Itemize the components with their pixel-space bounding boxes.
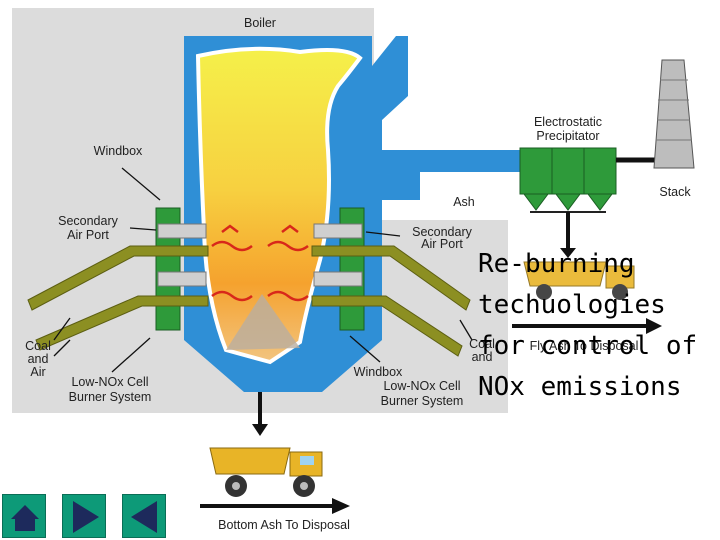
label-coal-right-2: and bbox=[472, 350, 493, 364]
label-secondary-air-right-2: Air Port bbox=[421, 237, 463, 251]
label-precipitator-2: Precipitator bbox=[536, 129, 599, 143]
label-fly-ash-disposal: Fly Ash To Disposal bbox=[530, 339, 639, 353]
slide-title-line-2: techuologies bbox=[478, 290, 666, 320]
label-coal-left-2: and bbox=[28, 352, 49, 366]
secondary-air-port-right-1 bbox=[313, 223, 363, 239]
label-precipitator-1: Electrostatic bbox=[534, 115, 602, 129]
home-icon bbox=[11, 505, 39, 531]
slide-title-line-4: NOx emissions bbox=[478, 372, 682, 402]
home-button[interactable] bbox=[2, 494, 46, 538]
fly-ash-truck bbox=[523, 261, 635, 300]
label-bottom-ash-disposal: Bottom Ash To Disposal bbox=[218, 518, 350, 532]
burner-pipe-left-lower bbox=[35, 295, 209, 351]
secondary-air-port-right-2 bbox=[313, 271, 363, 287]
leader-lines bbox=[53, 167, 473, 373]
bottom-ash-pile bbox=[226, 294, 300, 350]
label-burner-left-2: Burner System bbox=[69, 390, 152, 404]
slide-title-line-1: Re-burning bbox=[478, 249, 635, 279]
play-right-icon bbox=[73, 501, 99, 533]
play-left-icon bbox=[131, 501, 157, 533]
label-burner-left-1: Low-NOx Cell bbox=[71, 375, 148, 389]
label-coal-left-3: Air bbox=[30, 365, 45, 379]
label-coal-left-1: Coal bbox=[25, 339, 51, 353]
ash-hopper bbox=[382, 172, 420, 196]
precipitator-hoppers bbox=[523, 193, 613, 211]
secondary-air-port-left-2 bbox=[157, 271, 207, 287]
previous-button[interactable] bbox=[122, 494, 166, 538]
label-burner-right-1: Low-NOx Cell bbox=[383, 379, 460, 393]
next-button[interactable] bbox=[62, 494, 106, 538]
label-secondary-air-left-2: Air Port bbox=[67, 228, 109, 242]
burner-pipe-right-upper bbox=[311, 245, 471, 311]
fly-ash-arrow-head bbox=[560, 248, 576, 258]
burner-flames bbox=[211, 224, 309, 302]
stack bbox=[653, 59, 695, 169]
slide-title-line-3: for control of bbox=[478, 331, 698, 361]
label-ash: Ash bbox=[453, 195, 475, 209]
flue-duct bbox=[382, 150, 522, 172]
secondary-air-port-left-1 bbox=[157, 223, 207, 239]
label-stack: Stack bbox=[659, 185, 691, 199]
label-burner-right-2: Burner System bbox=[381, 394, 464, 408]
label-windbox-left: Windbox bbox=[94, 144, 143, 158]
burner-pipe-right-lower bbox=[311, 295, 463, 357]
label-secondary-air-left-1: Secondary bbox=[58, 214, 119, 228]
burner-pipe-left-upper bbox=[27, 245, 209, 311]
label-boiler: Boiler bbox=[244, 16, 276, 30]
label-secondary-air-right-1: Secondary bbox=[412, 225, 473, 239]
electrostatic-precipitator bbox=[519, 147, 617, 195]
label-windbox-right: Windbox bbox=[354, 365, 403, 379]
bottom-ash-truck bbox=[209, 447, 323, 497]
slide-title: Re-burning techuologies for control of N… bbox=[478, 244, 720, 408]
label-coal-right-1: Coal bbox=[469, 337, 495, 351]
